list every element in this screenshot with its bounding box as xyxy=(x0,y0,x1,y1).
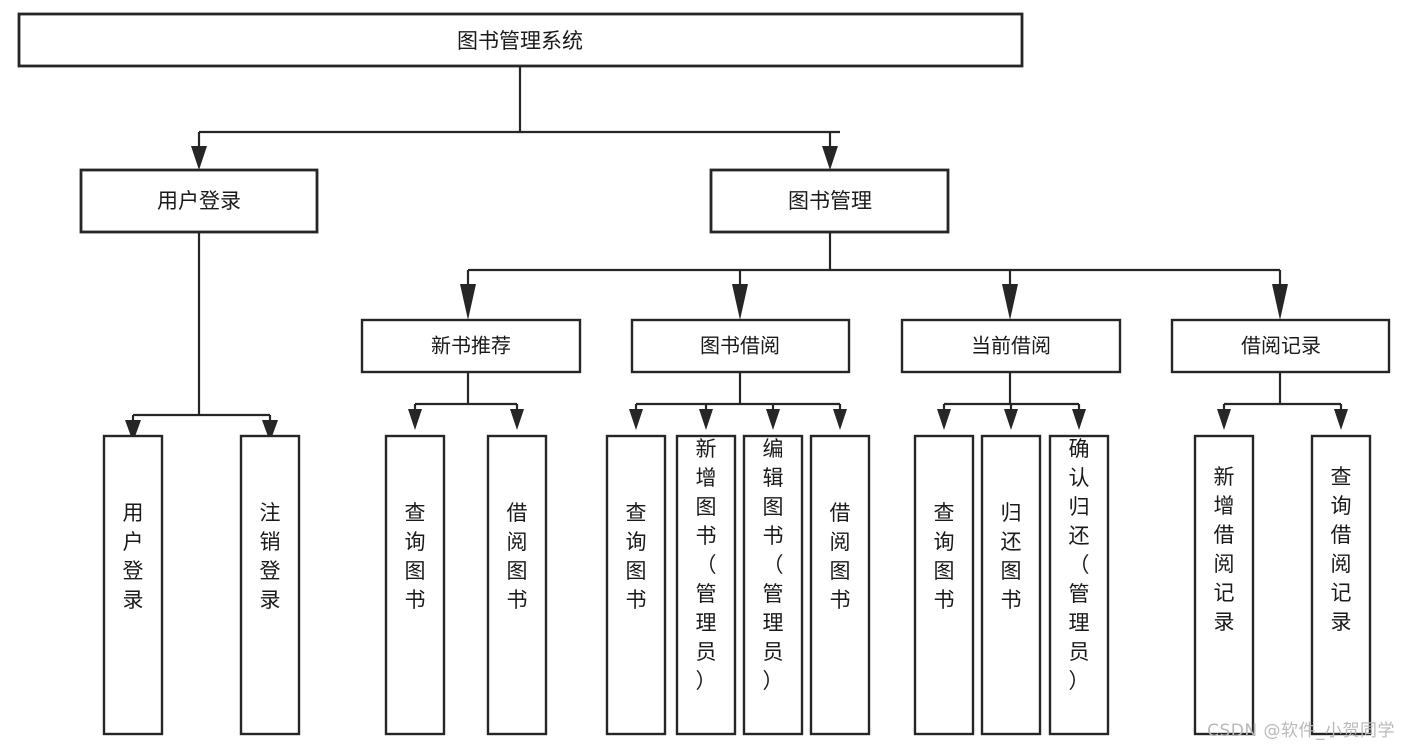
leaf-logout-label: 注销登录 xyxy=(260,501,281,612)
node-book-borrow-label: 图书借阅 xyxy=(700,334,780,358)
node-current-borrow[interactable]: 当前借阅 xyxy=(900,318,1122,374)
node-borrow-record-box[interactable] xyxy=(1170,318,1391,374)
leaf-confirm-return-box[interactable] xyxy=(1048,434,1110,736)
arrowhead-new-book-recommend xyxy=(460,284,476,320)
leaf-query-record[interactable]: 查询借阅记录 xyxy=(1310,434,1372,736)
leaf-edit-book-label: 编辑图书（管理员） xyxy=(763,437,784,693)
leaf-add-book-label: 新增图书（管理员） xyxy=(696,437,717,693)
node-user-login[interactable]: 用户登录 xyxy=(79,168,319,234)
arrowhead-leaf-user-login xyxy=(125,420,141,442)
leaf-query-book-3-label: 查询图书 xyxy=(934,501,955,612)
node-book-borrow[interactable]: 图书借阅 xyxy=(630,318,851,374)
node-root-box[interactable] xyxy=(17,12,1024,68)
arrowhead-leaf-query-book-2 xyxy=(629,409,643,430)
leaf-edit-book-box[interactable] xyxy=(742,434,804,736)
arrowhead-leaf-query-record xyxy=(1334,409,1348,430)
edge-layer xyxy=(125,66,1348,442)
leaf-add-record-label: 新增借阅记录 xyxy=(1214,465,1235,634)
node-current-borrow-label: 当前借阅 xyxy=(971,334,1051,358)
leaf-return-book-label: 归还图书 xyxy=(1001,501,1022,612)
node-new-book-recommend-label: 新书推荐 xyxy=(431,334,511,358)
node-user-login-box[interactable] xyxy=(79,168,319,234)
leaf-logout-box[interactable] xyxy=(239,434,301,736)
leaf-add-record-box[interactable] xyxy=(1193,434,1255,736)
leaf-user-login-label: 用户登录 xyxy=(123,501,144,612)
leaf-add-record[interactable]: 新增借阅记录 xyxy=(1193,434,1255,736)
leaf-user-login-box[interactable] xyxy=(102,434,164,736)
leaf-add-book-box[interactable] xyxy=(675,434,737,736)
leaf-query-book-2-label: 查询图书 xyxy=(626,501,647,612)
node-book-borrow-box[interactable] xyxy=(630,318,851,374)
node-borrow-record-label: 借阅记录 xyxy=(1241,334,1321,358)
node-book-management-label: 图书管理 xyxy=(788,189,872,213)
node-borrow-record[interactable]: 借阅记录 xyxy=(1170,318,1391,374)
node-book-management-box[interactable] xyxy=(709,168,950,234)
node-new-book-recommend-box[interactable] xyxy=(360,318,582,374)
node-new-book-recommend[interactable]: 新书推荐 xyxy=(360,318,582,374)
node-root[interactable]: 图书管理系统 xyxy=(17,12,1024,68)
arrowhead-leaf-borrow-book-2 xyxy=(833,409,847,430)
leaf-query-book-3-box[interactable] xyxy=(913,434,975,736)
arrowhead-user-login xyxy=(191,146,207,170)
leaf-return-book-box[interactable] xyxy=(980,434,1042,736)
node-root-label: 图书管理系统 xyxy=(457,29,583,53)
arrowhead-book-borrow xyxy=(732,284,748,320)
arrowhead-leaf-confirm-return xyxy=(1072,409,1086,430)
node-book-management[interactable]: 图书管理 xyxy=(709,168,950,234)
leaf-query-record-label: 查询借阅记录 xyxy=(1331,465,1352,634)
arrowhead-leaf-query-book-1 xyxy=(408,409,422,430)
leaf-user-login[interactable]: 用户登录 xyxy=(102,434,164,736)
leaf-borrow-book-1-label: 借阅图书 xyxy=(507,501,528,612)
leaf-query-book-1-label: 查询图书 xyxy=(405,501,426,612)
arrowhead-book-management xyxy=(822,146,838,170)
leaf-query-book-3[interactable]: 查询图书 xyxy=(913,434,975,736)
arrowhead-leaf-query-book-3 xyxy=(937,409,951,430)
leaf-borrow-book-2-box[interactable] xyxy=(809,434,871,736)
leaf-edit-book[interactable]: 编辑图书（管理员） xyxy=(742,434,804,736)
arrowhead-leaf-logout xyxy=(262,420,278,442)
leaf-query-book-1-box[interactable] xyxy=(384,434,446,736)
leaf-confirm-return-label: 确认归还（管理员） xyxy=(1069,437,1090,693)
arrowhead-current-borrow xyxy=(1002,284,1018,320)
leaf-query-book-2-box[interactable] xyxy=(605,434,667,736)
node-user-login-label: 用户登录 xyxy=(157,189,241,213)
leaf-borrow-book-1-box[interactable] xyxy=(486,434,548,736)
leaf-query-record-box[interactable] xyxy=(1310,434,1372,736)
arrowhead-leaf-add-record xyxy=(1217,409,1231,430)
leaf-logout[interactable]: 注销登录 xyxy=(239,434,301,736)
arrowhead-leaf-edit-book xyxy=(766,409,780,430)
leaf-return-book[interactable]: 归还图书 xyxy=(980,434,1042,736)
leaf-borrow-book-2-label: 借阅图书 xyxy=(830,501,851,612)
arrowhead-borrow-record xyxy=(1272,284,1288,320)
leaf-query-book-2[interactable]: 查询图书 xyxy=(605,434,667,736)
leaf-confirm-return[interactable]: 确认归还（管理员） xyxy=(1048,434,1110,736)
arrowhead-leaf-return-book xyxy=(1004,409,1018,430)
leaf-borrow-book-1[interactable]: 借阅图书 xyxy=(486,434,548,736)
leaf-add-book[interactable]: 新增图书（管理员） xyxy=(675,434,737,736)
csdn-watermark: CSDN @软件_小贺同学 xyxy=(1207,721,1395,741)
arrowhead-leaf-borrow-book-1 xyxy=(510,409,524,430)
arrowhead-leaf-add-book xyxy=(699,409,713,430)
leaf-borrow-book-2[interactable]: 借阅图书 xyxy=(809,434,871,736)
leaf-query-book-1[interactable]: 查询图书 xyxy=(384,434,446,736)
node-current-borrow-box[interactable] xyxy=(900,318,1122,374)
